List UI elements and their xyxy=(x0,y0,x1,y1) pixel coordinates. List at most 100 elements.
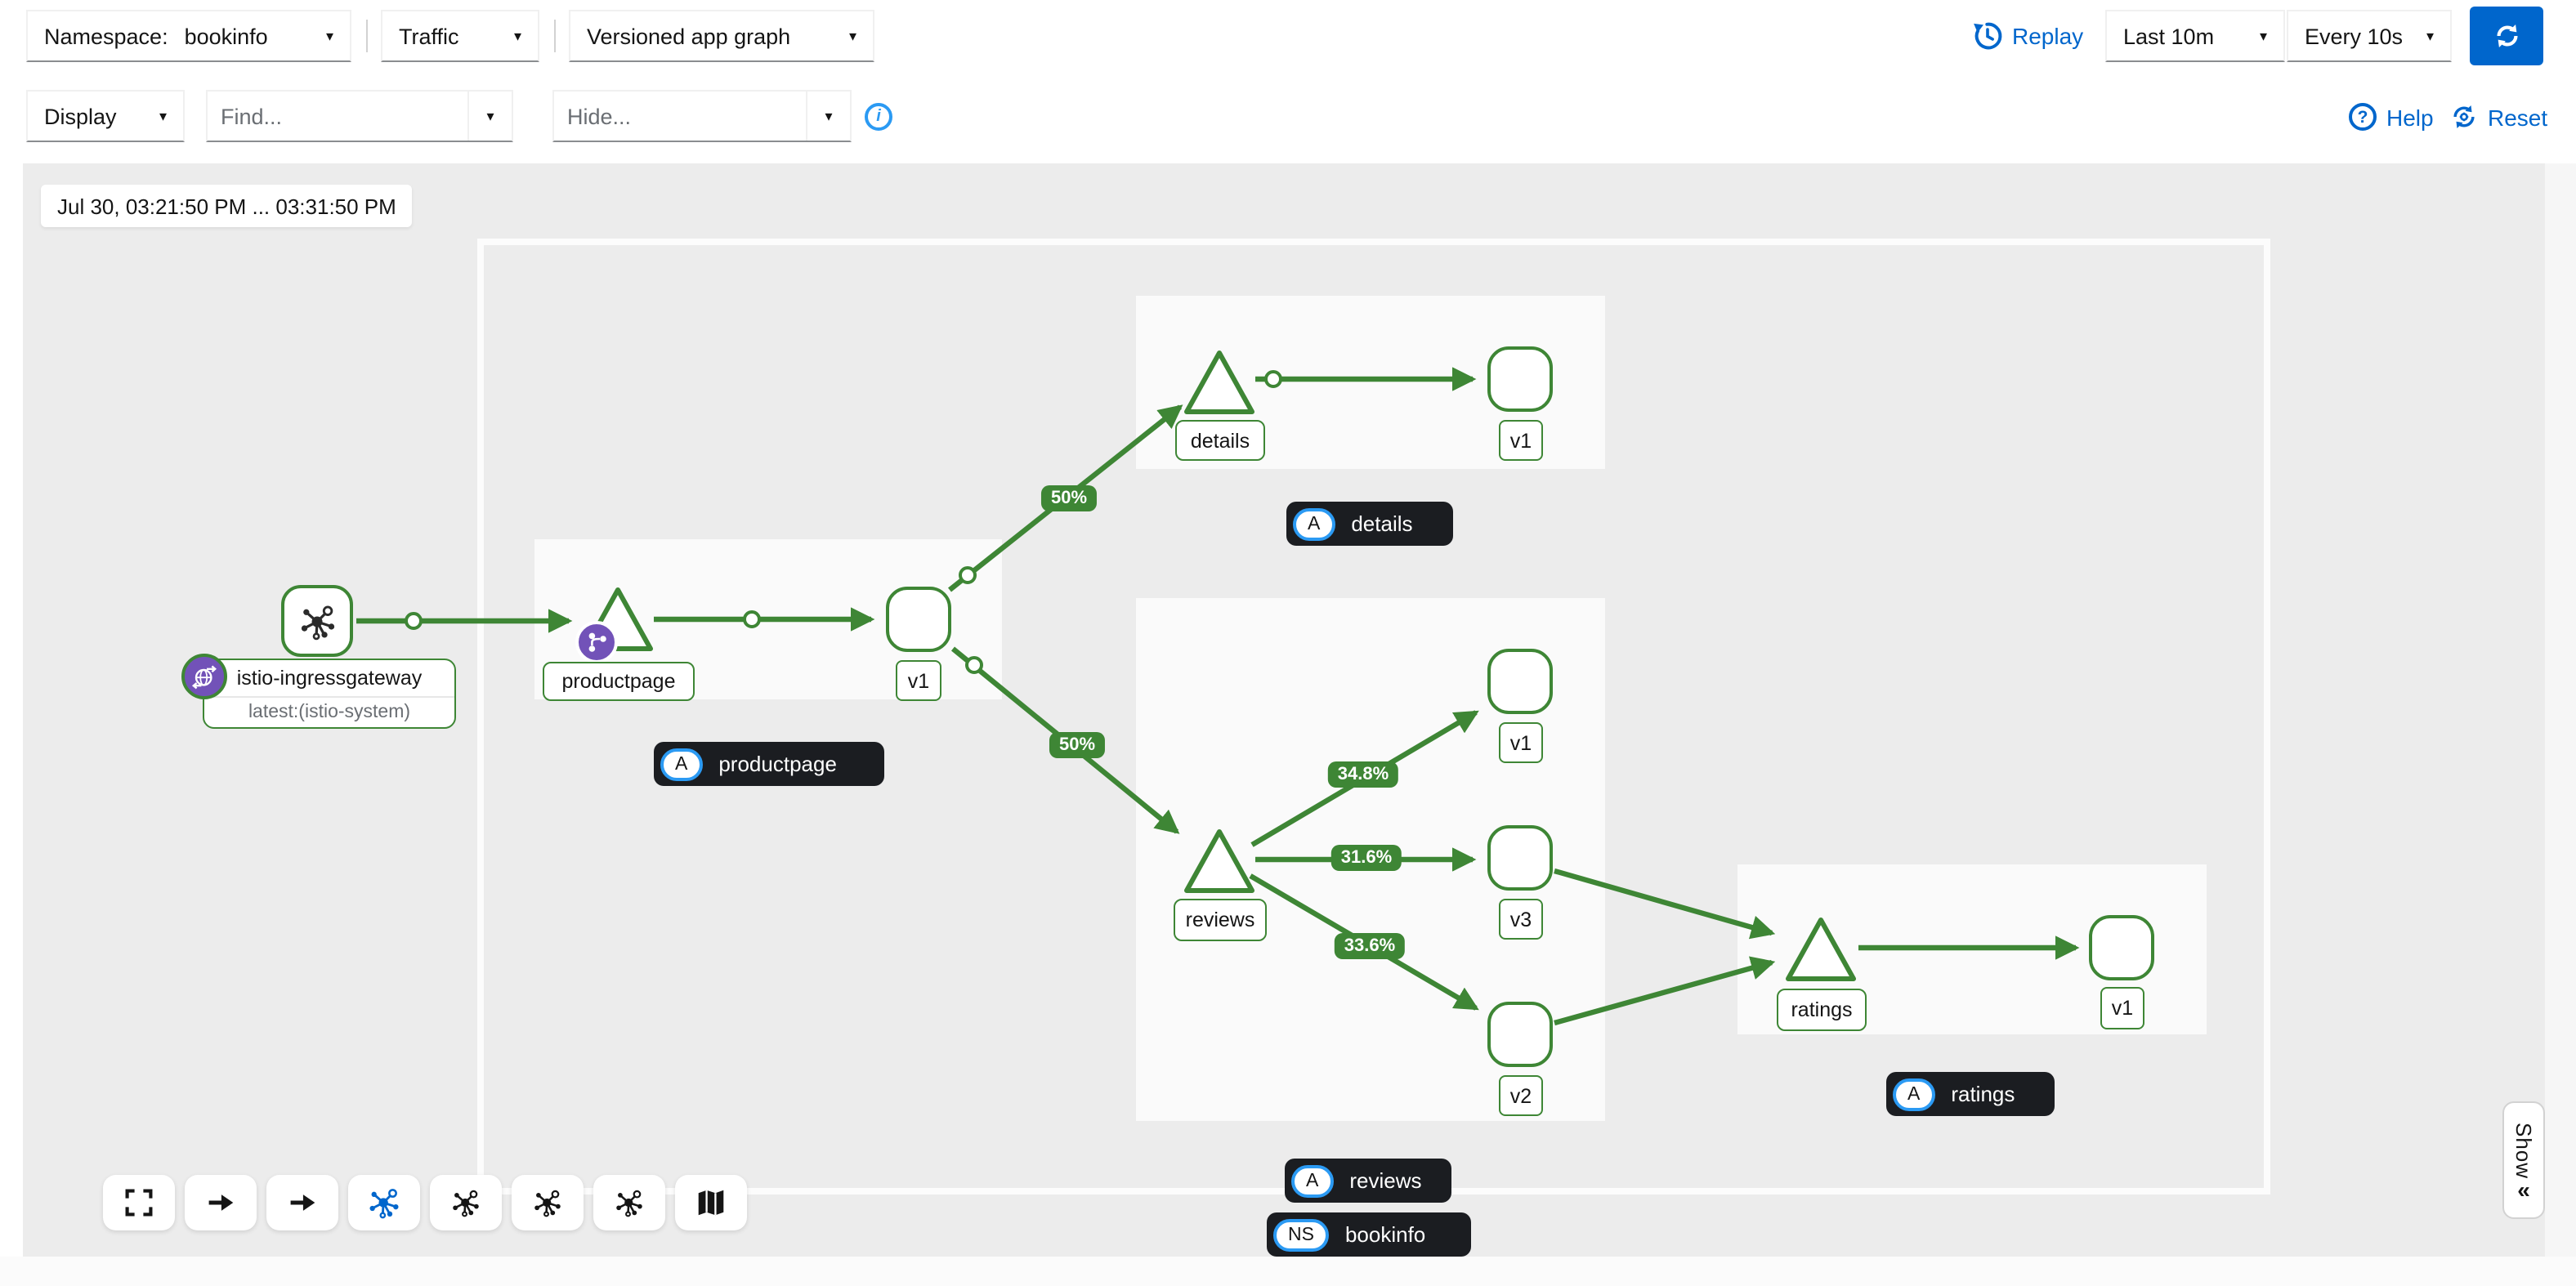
reset-button[interactable]: Reset xyxy=(2450,103,2547,131)
layout-graph-button-2[interactable] xyxy=(430,1175,502,1230)
namespace-box-label-bookinfo[interactable]: NS bookinfo xyxy=(1267,1212,1471,1257)
node-reviews-app[interactable] xyxy=(1180,820,1259,907)
edge-v2-to-ratings[interactable] xyxy=(1554,956,1776,1026)
app-triangle-icon xyxy=(1184,829,1254,893)
namespace-select[interactable]: Namespace: bookinfo ▾ xyxy=(26,10,351,62)
traffic-dropdown[interactable]: Traffic ▾ xyxy=(381,10,539,62)
replay-button[interactable]: Replay xyxy=(1973,21,2083,51)
layout-arrow-button-2[interactable] xyxy=(266,1175,338,1230)
app-badge: A xyxy=(1291,1164,1334,1197)
app-box-name: details xyxy=(1351,511,1413,536)
legend-button[interactable] xyxy=(675,1175,747,1230)
display-label: Display xyxy=(44,104,117,128)
chevron-down-icon: ▾ xyxy=(486,107,494,123)
edge-v3-to-ratings[interactable] xyxy=(1554,868,1776,940)
node-details-app[interactable] xyxy=(1180,342,1259,428)
time-range-text: Jul 30, 03:21:50 PM ... 03:31:50 PM xyxy=(57,194,396,218)
version-label-ratings-v1: v1 xyxy=(2100,987,2144,1029)
namespace-badge: NS xyxy=(1273,1218,1329,1251)
node-reviews-v2[interactable] xyxy=(1487,1002,1553,1067)
app-box-name: reviews xyxy=(1349,1168,1422,1193)
help-button[interactable]: ? Help xyxy=(2349,103,2434,131)
edge-waypoint xyxy=(743,610,761,628)
graph-layout-icon xyxy=(615,1190,644,1217)
node-istio-ingressgateway[interactable] xyxy=(281,585,353,657)
graph-type-select[interactable]: Versioned app graph ▾ xyxy=(569,10,874,62)
edge-waypoint xyxy=(405,612,423,630)
code-branch-icon xyxy=(588,632,606,652)
app-box-label-productpage[interactable]: A productpage xyxy=(654,742,884,786)
info-icon[interactable]: i xyxy=(865,103,892,131)
node-productpage-v1[interactable] xyxy=(886,587,951,652)
namespace-value: bookinfo xyxy=(184,24,268,48)
find-input[interactable] xyxy=(208,92,467,141)
layout-graph-button-3[interactable] xyxy=(512,1175,584,1230)
graph-layout-icon xyxy=(369,1188,400,1219)
time-range-select[interactable]: Last 10m ▾ xyxy=(2105,10,2285,62)
layout-graph-button-selected[interactable] xyxy=(348,1175,420,1230)
reset-icon xyxy=(2453,105,2475,128)
node-details-v1[interactable] xyxy=(1487,346,1553,412)
node-label-reviews[interactable]: reviews xyxy=(1174,899,1267,941)
ingressgateway-title: istio-ingressgateway xyxy=(236,667,423,690)
traffic-label: Traffic xyxy=(399,24,459,48)
graph-layout-icon xyxy=(533,1190,562,1217)
app-box-label-ratings[interactable]: A ratings xyxy=(1886,1072,2055,1116)
app-box-label-details[interactable]: A details xyxy=(1286,502,1453,546)
time-range-chip: Jul 30, 03:21:50 PM ... 03:31:50 PM xyxy=(41,185,413,227)
time-range-value: Last 10m xyxy=(2123,24,2215,48)
question-circle-icon: ? xyxy=(2349,103,2377,131)
hide-input[interactable] xyxy=(554,92,806,141)
app-badge: A xyxy=(1293,507,1335,540)
hide-combobox: ▾ xyxy=(552,90,852,142)
hide-options-toggle[interactable]: ▾ xyxy=(806,92,850,141)
node-label-details[interactable]: details xyxy=(1175,420,1265,461)
refresh-interval-select[interactable]: Every 10s ▾ xyxy=(2287,10,2452,62)
arrow-right-icon xyxy=(290,1194,315,1211)
node-label-productpage[interactable]: productpage xyxy=(543,662,695,701)
node-ratings-app[interactable] xyxy=(1782,909,1860,995)
app-triangle-icon xyxy=(1786,918,1856,981)
edge-label-reviews-v2: 33.6% xyxy=(1334,933,1406,959)
chevron-down-icon: ▾ xyxy=(513,27,521,43)
layout-arrow-button-1[interactable] xyxy=(185,1175,257,1230)
edge-waypoint xyxy=(1264,370,1282,388)
version-label-productpage-v1: v1 xyxy=(896,660,941,701)
node-ratings-v1[interactable] xyxy=(2089,915,2154,980)
layout-graph-button-4[interactable] xyxy=(593,1175,665,1230)
find-options-toggle[interactable]: ▾ xyxy=(467,92,512,141)
zoom-to-fit-button[interactable] xyxy=(103,1175,175,1230)
namespace-label: Namespace: xyxy=(44,24,168,48)
gateway-globe-icon xyxy=(191,665,217,690)
show-panel-button[interactable]: Show « xyxy=(2502,1101,2545,1219)
virtual-service-badge xyxy=(575,621,618,663)
gateway-badge xyxy=(181,654,227,699)
chevron-down-icon: ▾ xyxy=(825,107,833,123)
app-box-name: ratings xyxy=(1951,1082,2015,1106)
namespace-box-name: bookinfo xyxy=(1344,1222,1426,1247)
chevron-down-icon: ▾ xyxy=(159,107,167,123)
refresh-interval-value: Every 10s xyxy=(2305,24,2404,48)
mesh-root-icon xyxy=(299,605,335,640)
node-reviews-v1[interactable] xyxy=(1487,649,1553,714)
app-badge: A xyxy=(660,748,703,780)
find-combobox: ▾ xyxy=(206,90,513,142)
app-box-label-reviews[interactable]: A reviews xyxy=(1285,1159,1451,1203)
refresh-button[interactable] xyxy=(2470,7,2543,65)
app-badge: A xyxy=(1893,1078,1935,1110)
chevron-down-icon: ▾ xyxy=(2259,27,2267,43)
collapsed-side-panel xyxy=(2545,163,2576,1257)
double-chevron-left-icon: « xyxy=(2517,1177,2530,1203)
node-label-ratings[interactable]: ratings xyxy=(1777,989,1867,1031)
node-reviews-v3[interactable] xyxy=(1487,825,1553,891)
node-label-istio-ingressgateway[interactable]: istio-ingressgateway latest:(istio-syste… xyxy=(203,659,456,729)
display-dropdown[interactable]: Display ▾ xyxy=(26,90,185,142)
edge-label-50-reviews: 50% xyxy=(1049,732,1106,758)
edge-label-50-details: 50% xyxy=(1040,485,1098,511)
toolbar: Namespace: bookinfo ▾ Traffic ▾ Versione… xyxy=(0,0,2576,163)
edge-waypoint xyxy=(959,566,977,584)
app-triangle-icon xyxy=(1184,351,1254,414)
map-icon xyxy=(698,1190,724,1216)
chevron-down-icon: ▾ xyxy=(848,27,856,43)
